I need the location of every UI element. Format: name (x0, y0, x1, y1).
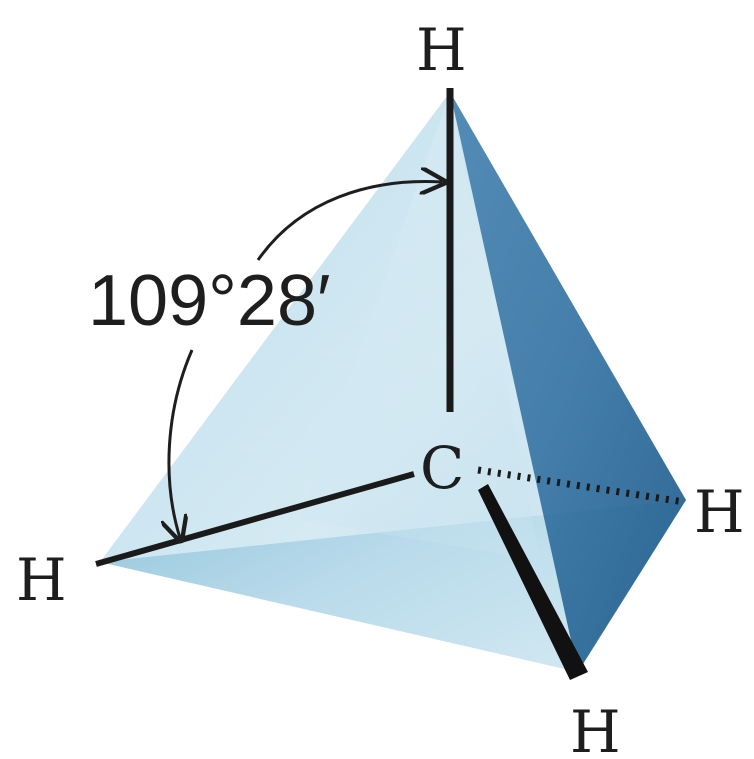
bond-c-h-bottom-wedge (478, 484, 588, 680)
atom-label-hydrogen-top: H (416, 16, 467, 84)
tetrahedron-face-highlight (300, 92, 540, 560)
tetrahedron-face-right (450, 92, 686, 672)
bond-c-h-left (95, 471, 415, 567)
atom-label-hydrogen-right: H (694, 478, 745, 546)
bond-angle-label: 109°28′ (88, 261, 331, 341)
atom-label-carbon: C (420, 434, 464, 502)
atom-label-hydrogen-left: H (16, 546, 67, 614)
atom-label-hydrogen-bottom: H (570, 698, 621, 759)
bond-angle-arc-upper (256, 182, 442, 261)
tetrahedron-face-bottom (100, 500, 686, 672)
bond-angle-arc-lower (169, 349, 194, 538)
